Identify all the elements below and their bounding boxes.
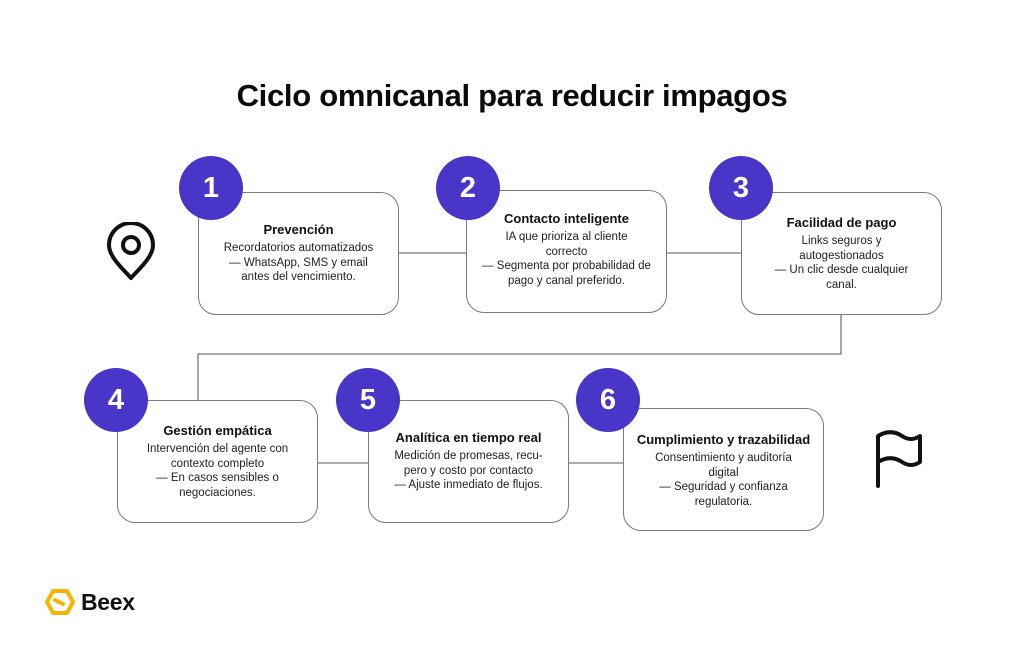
step-description: Consentimiento y auditoría digital — Seg… — [655, 452, 792, 508]
brand-name: Beex — [81, 588, 135, 615]
step-title: Cumplimiento y trazabilidad — [636, 432, 811, 447]
step-description: Recordatorios automatizados — WhatsApp, … — [223, 242, 374, 283]
step-card-5: Analítica en tiempo real Medición de pro… — [368, 400, 569, 523]
step-number-badge-2: 2 — [436, 156, 500, 220]
step-title: Gestión empática — [163, 423, 272, 438]
hexagon-logo-icon — [45, 589, 75, 615]
brand-logo: Beex — [45, 588, 135, 616]
step-title: Facilidad de pago — [786, 215, 897, 230]
step-description: IA que prioriza al cliente correcto — Se… — [482, 231, 651, 287]
connector-3-4 — [197, 315, 842, 400]
step-description: Intervención del agente con contexto com… — [146, 443, 289, 499]
step-card-6: Cumplimiento y trazabilidad Consentimien… — [623, 408, 824, 531]
step-number-badge-6: 6 — [576, 368, 640, 432]
map-pin-icon — [107, 222, 155, 280]
step-description: Links seguros y autogestionados — Un cli… — [774, 235, 909, 291]
step-number-badge-3: 3 — [709, 156, 773, 220]
step-card-2: Contacto inteligente IA que prioriza al … — [466, 190, 667, 313]
step-card-3: Facilidad de pago Links seguros y autoge… — [741, 192, 942, 315]
step-title: Analítica en tiempo real — [395, 430, 542, 445]
flag-icon — [876, 430, 922, 488]
step-number-badge-5: 5 — [336, 368, 400, 432]
step-title: Contacto inteligente — [504, 211, 629, 226]
step-title: Prevención — [263, 222, 334, 237]
step-number-badge-1: 1 — [179, 156, 243, 220]
step-number-badge-4: 4 — [84, 368, 148, 432]
step-card-1: Prevención Recordatorios automatizados —… — [198, 192, 399, 315]
diagram-title: Ciclo omnicanal para reducir impagos — [236, 78, 788, 113]
step-description: Medición de promesas, recu- pero y costo… — [394, 450, 543, 491]
step-card-4: Gestión empática Intervención del agente… — [117, 400, 318, 523]
